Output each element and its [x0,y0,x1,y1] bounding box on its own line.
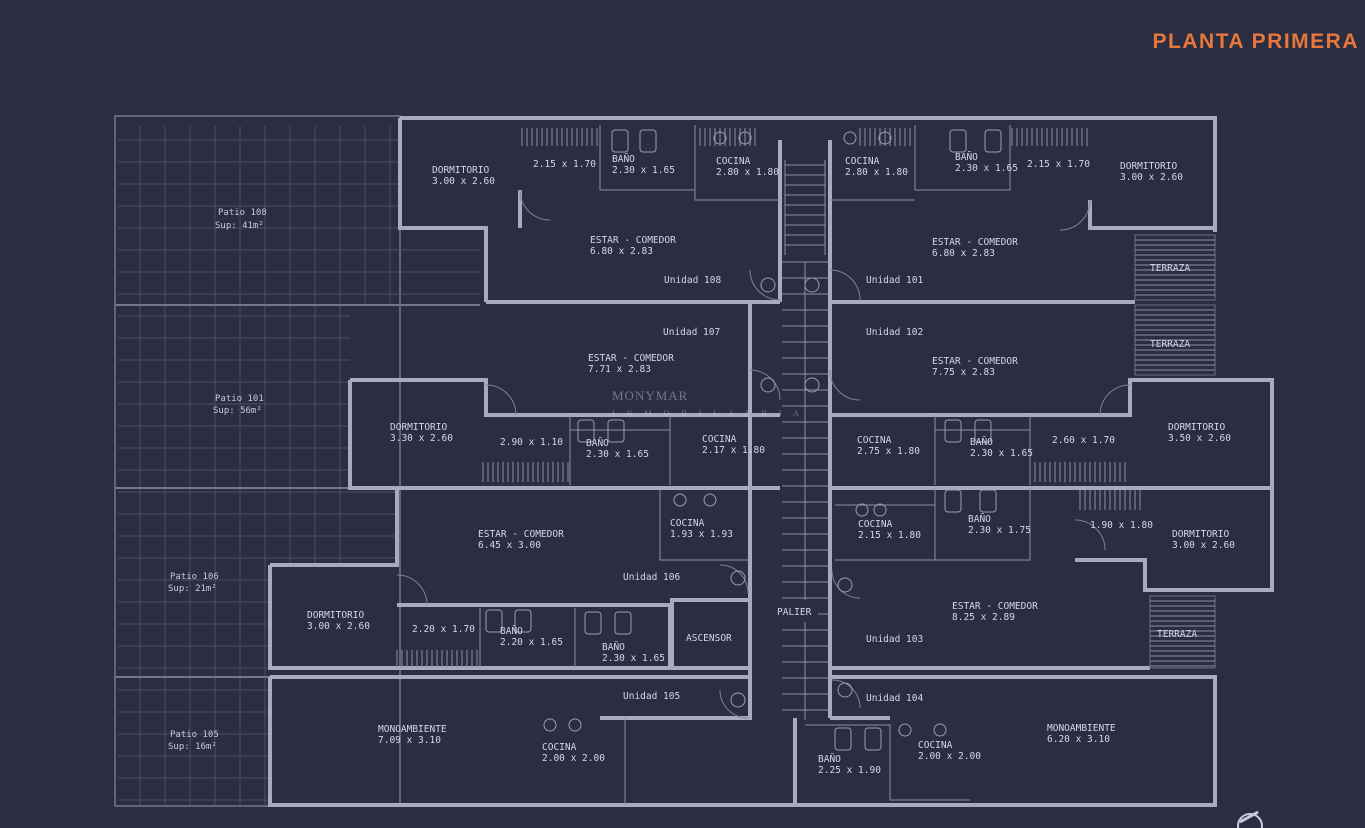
room-dimensions: 6.20 x 3.10 [1047,734,1110,745]
unit-label: Unidad 106 [623,572,680,583]
room-name: DORMITORIO [390,422,447,433]
room-dimensions: 2.75 x 1.80 [857,446,920,457]
room-dimensions: 2.30 x 1.65 [602,653,665,664]
patio-101-name: Patio 101 [215,394,264,404]
patio-101-area: Sup: 56m² [213,406,262,416]
room-name: COCINA [716,156,751,167]
room-dimensions: 2.90 x 1.10 [500,437,563,448]
room-dimensions: 2.00 x 2.00 [542,753,605,764]
unit-label: Unidad 102 [866,327,923,338]
room-name: DORMITORIO [1172,529,1229,540]
room-name: BAÑO [818,754,841,765]
unit-label: Unidad 104 [866,693,923,704]
room-dimensions: 2.25 x 1.90 [818,765,881,776]
room-dimensions: 1.93 x 1.93 [670,529,733,540]
room-dimensions: 3.30 x 2.60 [390,433,453,444]
bathroom-fixtures [485,129,1002,751]
room-dimensions: 6.80 x 2.83 [590,246,653,257]
room-dimensions: 2.20 x 1.70 [412,624,475,635]
room-name: COCINA [858,519,893,530]
patio-105-name: Patio 105 [170,730,219,740]
room-dimensions: 2.30 x 1.75 [968,525,1031,536]
watermark-logo: MONYMAR I N M O B I L I A R I A [612,388,804,420]
interior-partitions [479,125,1031,805]
room-dimensions: 3.00 x 2.60 [432,176,495,187]
room-dimensions: 7.75 x 2.83 [932,367,995,378]
room-name: ESTAR - COMEDOR [588,353,674,364]
patio-108-name: Patio 108 [218,208,267,218]
room-name: MONOAMBIENTE [1047,723,1116,734]
room-dimensions: 2.15 x 1.70 [1027,159,1090,170]
watermark-text: MONYMAR [612,388,689,403]
room-dimensions: 1.90 x 1.80 [1090,520,1153,531]
unit-label: Unidad 108 [664,275,721,286]
room-dimensions: 2.30 x 1.65 [612,165,675,176]
room-dimensions: 2.30 x 1.65 [586,449,649,460]
room-name: ESTAR - COMEDOR [932,237,1018,248]
room-name: COCINA [857,435,892,446]
room-dimensions: 2.80 x 1.80 [716,167,779,178]
watermark-subtext: I N M O B I L I A R I A [612,409,804,418]
terrace-label: TERRAZA [1150,263,1190,274]
room-dimensions: 2.00 x 2.00 [918,751,981,762]
room-dimensions: 2.60 x 1.70 [1052,435,1115,446]
room-name: ESTAR - COMEDOR [590,235,676,246]
terrace-hatching [396,128,1216,669]
room-name: DORMITORIO [1120,161,1177,172]
room-name: COCINA [702,434,737,445]
unit-label: Unidad 103 [866,634,923,645]
patio-106-name: Patio 106 [170,572,219,582]
room-dimensions: 2.80 x 1.80 [845,167,908,178]
room-dimensions: 6.80 x 2.83 [932,248,995,259]
unit-label: Unidad 101 [866,275,923,286]
room-dimensions: 2.15 x 1.80 [858,530,921,541]
terrace-label: TERRAZA [1157,629,1197,640]
room-name: COCINA [542,742,577,753]
room-name: BAÑO [586,438,609,449]
room-name: DORMITORIO [1168,422,1225,433]
room-dimensions: 7.09 x 3.10 [378,735,441,746]
room-dimensions: 2.15 x 1.70 [533,159,596,170]
room-name: BAÑO [612,154,635,165]
room-dimensions: 3.50 x 2.60 [1168,433,1231,444]
room-name: ESTAR - COMEDOR [952,601,1038,612]
page-title: PLANTA PRIMERA [1152,30,1359,53]
palier-corridor [782,160,828,720]
room-name: ESTAR - COMEDOR [478,529,564,540]
room-name: COCINA [845,156,880,167]
room-name: DORMITORIO [307,610,364,621]
room-name: BAÑO [955,152,978,163]
patio-108-area: Sup: 41m² [215,221,264,231]
elevator-label: ASCENSOR [686,633,732,644]
room-dimensions: 2.17 x 1.80 [702,445,765,456]
room-dimensions: 2.30 x 1.65 [955,163,1018,174]
room-dimensions: 3.00 x 2.60 [307,621,370,632]
room-name: COCINA [670,518,705,529]
room-dimensions: 3.00 x 2.60 [1172,540,1235,551]
unit-label: Unidad 105 [623,691,680,702]
room-dimensions: 2.30 x 1.65 [970,448,1033,459]
room-name: BAÑO [500,626,523,637]
room-name: DORMITORIO [432,165,489,176]
building-walls [268,116,1274,807]
patio-105-area: Sup: 16m² [168,742,217,752]
terrace-label: TERRAZA [1150,339,1190,350]
room-name: MONOAMBIENTE [378,724,447,735]
room-dimensions: 2.20 x 1.65 [500,637,563,648]
room-name: BAÑO [968,514,991,525]
room-dimensions: 3.00 x 2.60 [1120,172,1183,183]
unit-label: Unidad 107 [663,327,720,338]
room-dimensions: 8.25 x 2.89 [952,612,1015,623]
room-name: ESTAR - COMEDOR [932,356,1018,367]
palier-label: PALIER [777,607,812,618]
room-dimensions: 7.71 x 2.83 [588,364,651,375]
patio-106-area: Sup: 21m² [168,584,217,594]
room-dimensions: 6.45 x 3.00 [478,540,541,551]
north-arrow-icon [1237,810,1263,828]
patio-grid [114,115,480,807]
room-name: BAÑO [970,437,993,448]
room-name: BAÑO [602,642,625,653]
room-name: COCINA [918,740,953,751]
